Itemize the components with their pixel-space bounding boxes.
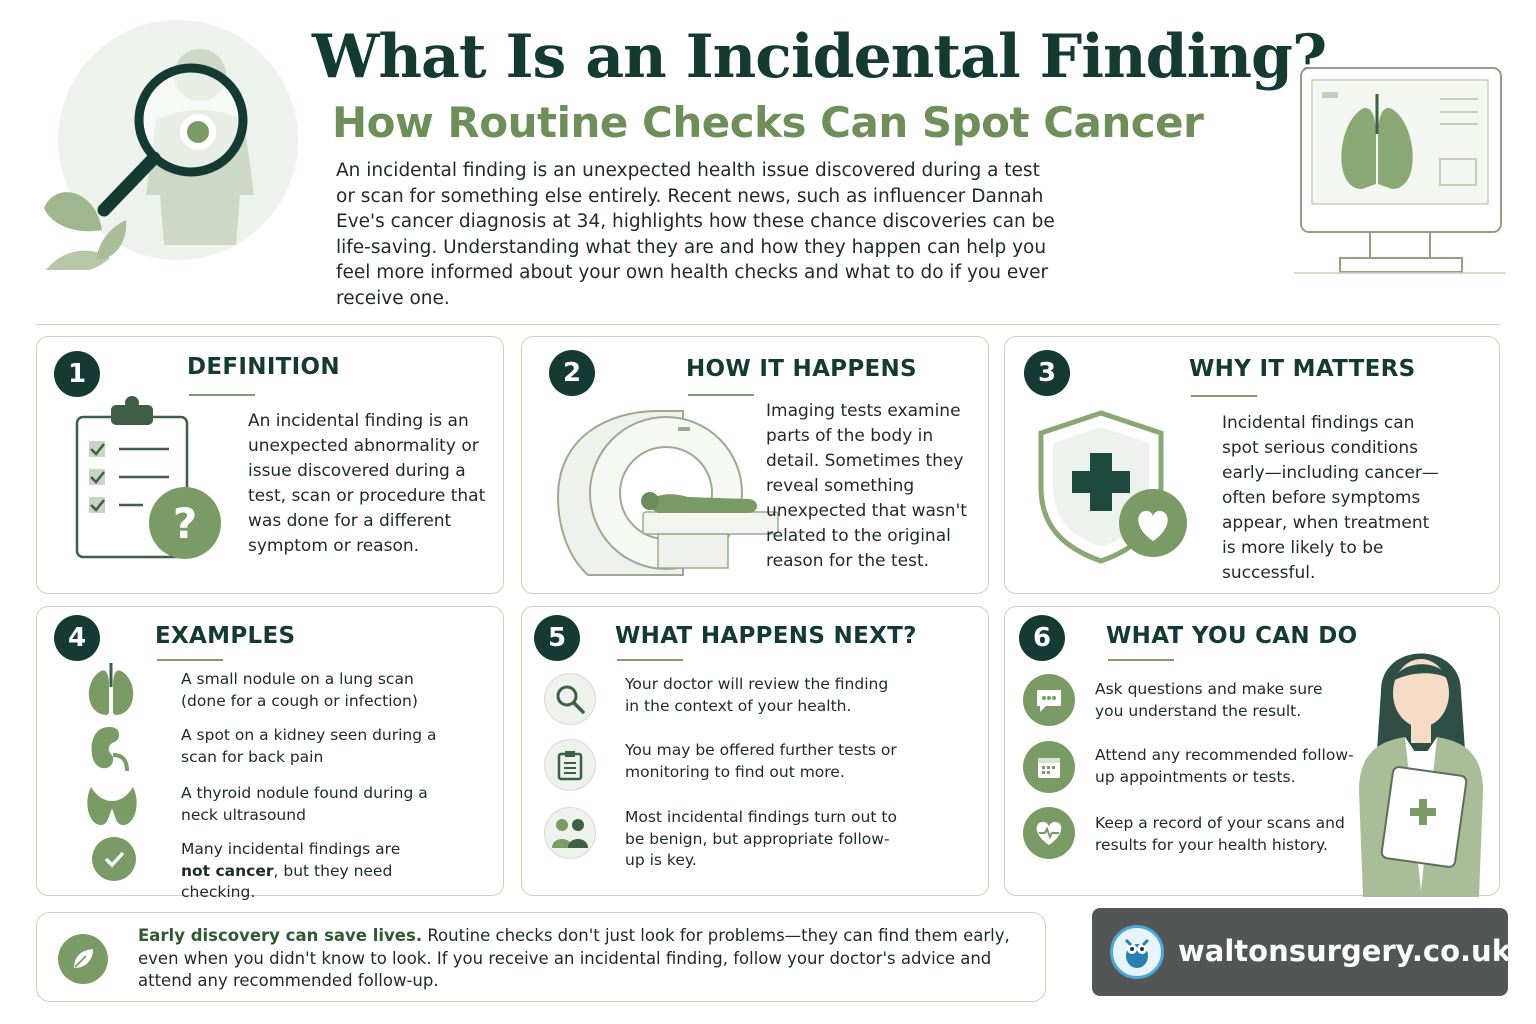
example-item: A small nodule on a lung scan (done for … [181,670,418,710]
heart-pulse-icon [1023,807,1075,859]
card-body: An incidental finding is an unexpected a… [248,411,486,556]
example-item: A thyroid nodule found during a neck ult… [181,784,428,824]
title-underline [1191,395,1257,397]
footer-strong: Early discovery can save lives. [138,926,423,945]
lungs-icon [1341,108,1376,189]
card-definition: 1 DEFINITION ? An incidental finding is … [36,336,504,594]
header-divider [36,324,1500,325]
card-examples: 4 EXAMPLES A small nodule on a lung scan… [36,606,504,901]
title-underline [189,394,255,396]
footer-callout [36,912,1046,1002]
calendar-icon [1023,741,1075,793]
shield-heart-icon [1038,410,1187,564]
lungs-icon [88,663,134,715]
action-item: Attend any recommended follow-up appoint… [1095,746,1354,786]
title-underline [688,394,754,396]
magnifier-icon [544,673,596,725]
note-suffix: , but they need checking. [181,861,393,902]
footer-message: Early discovery can save lives. Routine … [138,925,1018,993]
step-number-badge: 2 [549,350,595,396]
card-why-it-matters: 3 WHY IT MATTERS Incidental findings can… [1004,336,1500,594]
action-item: Keep a record of your scans and results … [1095,814,1345,854]
note-prefix: Many incidental findings are [181,840,401,858]
leaf-icon [58,934,108,984]
clipboard-icon [544,739,596,791]
step-number-badge: 1 [54,351,100,397]
step-number-badge: 6 [1019,615,1065,661]
card-body: Imaging tests examine parts of the body … [766,401,967,571]
example-note: Many incidental findings are not cancer,… [181,839,471,904]
card-title: WHAT HAPPENS NEXT? [615,623,917,649]
monitor-lungs-illustration [1294,67,1505,274]
title-underline [157,659,223,661]
card-title: HOW IT HAPPENS [686,356,917,382]
card-what-happens-next: 5 WHAT HAPPENS NEXT? Your doctor will re… [521,606,989,896]
card-title: WHY IT MATTERS [1189,356,1416,382]
clipboard-question-icon: ? [75,396,221,559]
step-number-badge: 4 [54,615,100,661]
doctor-patient-icon [544,807,596,859]
card-how-it-happens: 2 HOW IT HAPPENS Imaging tests examine p… [521,336,989,594]
title-underline [617,659,683,661]
next-step-item: Most incidental findings turn out to be … [625,808,897,869]
next-step-item: Your doctor will review the finding in t… [625,675,889,715]
step-number-badge: 5 [534,615,580,661]
mri-scanner-icon [556,410,779,576]
footer-text: Routine checks don't just look for probl… [138,926,1010,990]
page-subtitle: How Routine Checks Can Spot Cancer [332,98,1204,147]
leaf-icon [44,192,102,232]
speech-bubble-icon [1023,674,1075,726]
intro-paragraph: An incidental finding is an unexpected h… [336,160,1055,309]
brand-domain: waltonsurgery.co.uk [1178,934,1511,968]
card-title: DEFINITION [187,354,340,380]
owl-logo-icon [1110,925,1164,979]
note-strong: not cancer [181,861,274,880]
magnifier-body-illustration [44,49,254,270]
next-step-item: You may be offered further tests or moni… [625,741,897,781]
doctor-woman-illustration [1359,653,1483,897]
card-what-you-can-do: 6 WHAT YOU CAN DO Ask questions and make… [1004,606,1500,897]
checkmark-icon [92,837,136,881]
card-title: WHAT YOU CAN DO [1106,623,1358,649]
kidney-icon [91,727,129,772]
svg-text:?: ? [173,499,197,548]
card-title: EXAMPLES [155,623,296,649]
card-body: Incidental findings can spot serious con… [1222,413,1439,583]
thyroid-icon [87,787,137,825]
action-item: Ask questions and make sure you understa… [1095,680,1323,720]
page-title: What Is an Incidental Finding? [312,22,1327,92]
title-underline [1108,659,1174,661]
example-item: A spot on a kidney seen during a scan fo… [181,726,437,766]
step-number-badge: 3 [1024,350,1070,396]
